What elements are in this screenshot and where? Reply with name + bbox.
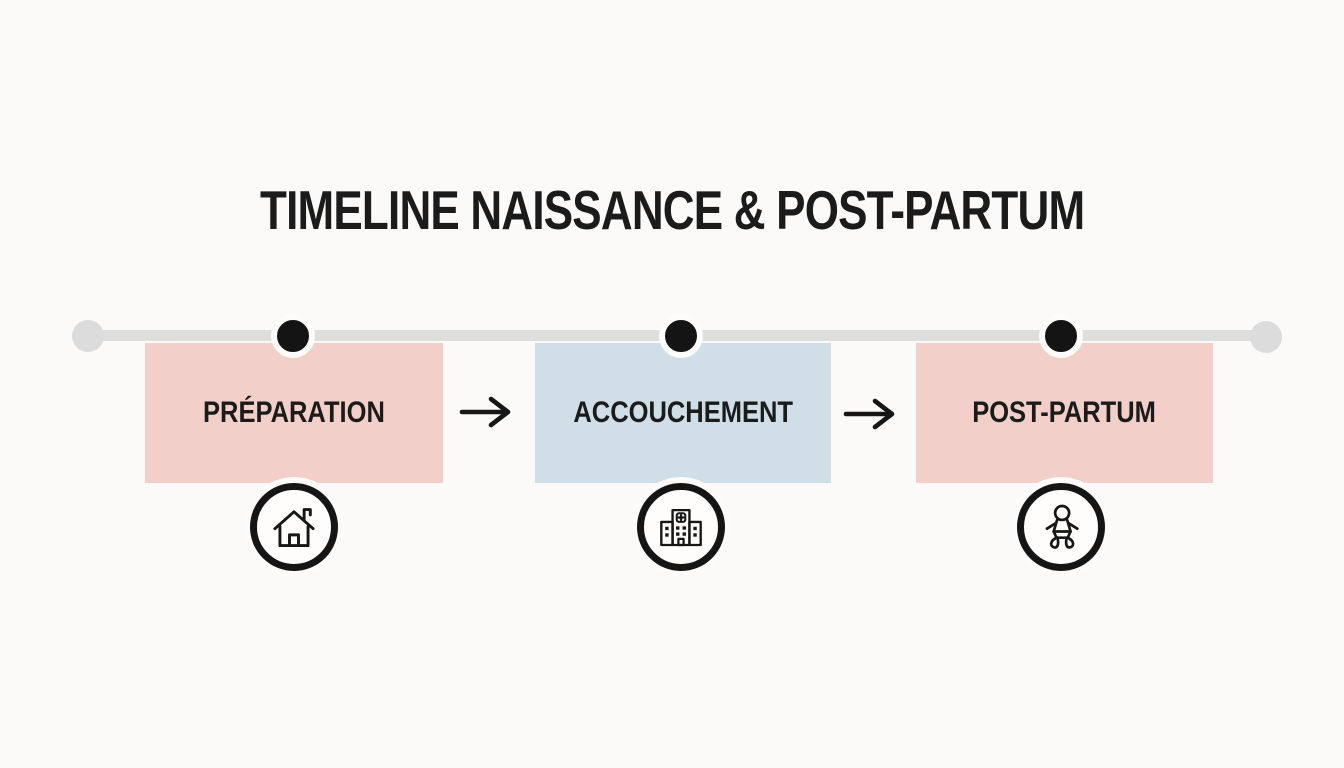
page-title-text: TIMELINE NAISSANCE & POST-PARTUM <box>259 179 1085 241</box>
stage-box-postpartum: POST-PARTUM <box>916 343 1213 483</box>
stage-box-preparation: PRÉPARATION <box>145 343 443 483</box>
stage-label-postpartum: POST-PARTUM <box>972 396 1157 429</box>
preparation-icon-circle <box>250 483 338 571</box>
arrow-right-icon <box>458 392 518 432</box>
timeline-dot-postpartum <box>1039 314 1083 358</box>
timeline-endpoint-right <box>1250 321 1282 353</box>
postpartum-icon-circle <box>1017 483 1105 571</box>
timeline-dot-accouchement <box>659 314 703 358</box>
stage-label-preparation: PRÉPARATION <box>203 396 385 429</box>
stage-box-accouchement: ACCOUCHEMENT <box>535 343 831 483</box>
stage-label-accouchement: ACCOUCHEMENT <box>573 396 793 429</box>
accouchement-icon-circle <box>637 483 725 571</box>
baby-icon <box>1045 504 1079 549</box>
timeline-endpoint-left <box>72 320 104 352</box>
page-title: TIMELINE NAISSANCE & POST-PARTUM <box>0 183 1344 238</box>
timeline-dot-preparation <box>271 314 315 358</box>
arrow-right-icon <box>842 394 902 434</box>
house-icon <box>273 508 315 548</box>
hospital-icon <box>660 508 702 547</box>
